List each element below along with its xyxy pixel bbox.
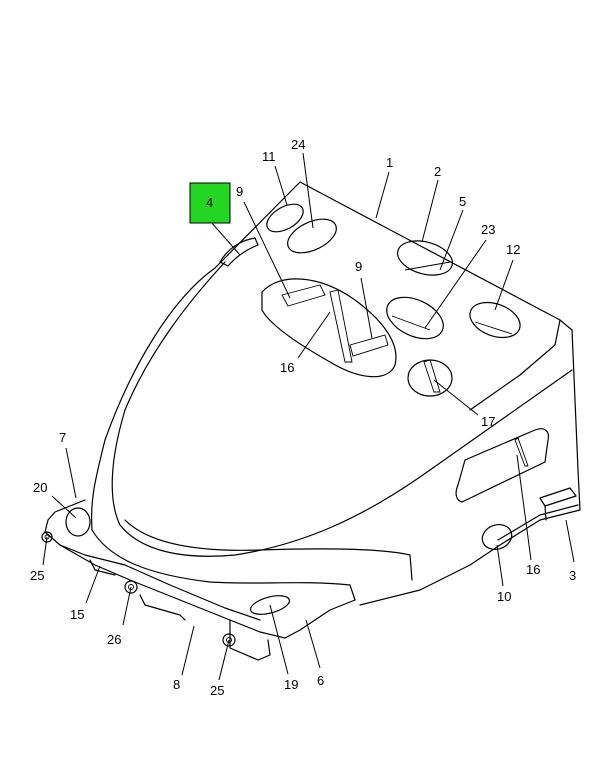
callout-9-left[interactable]: 9 xyxy=(236,184,243,199)
leader-lines xyxy=(42,152,575,681)
callout-6[interactable]: 6 xyxy=(317,673,324,688)
callout-12[interactable]: 12 xyxy=(506,242,520,257)
callout-16-right[interactable]: 16 xyxy=(526,562,540,577)
callout-25-right[interactable]: 25 xyxy=(210,683,224,698)
opening-12 xyxy=(469,301,521,339)
callout-2[interactable]: 2 xyxy=(434,164,441,179)
callout-3[interactable]: 3 xyxy=(569,568,576,583)
callout-19[interactable]: 19 xyxy=(284,677,298,692)
callout-24[interactable]: 24 xyxy=(291,137,305,152)
opening-20 xyxy=(65,507,91,537)
center-opening xyxy=(261,278,397,378)
fastener-25-left xyxy=(41,531,53,543)
opening-11 xyxy=(266,203,304,233)
opening-23 xyxy=(386,296,444,340)
callout-11[interactable]: 11 xyxy=(262,149,276,164)
callout-labels: 1 2 3 4 5 6 7 8 9 9 10 11 12 15 16 16 17… xyxy=(30,137,576,698)
highlight-box-4[interactable] xyxy=(189,182,231,224)
fastener-25-right xyxy=(222,633,236,647)
opening-2 xyxy=(397,240,453,276)
opening-24 xyxy=(287,218,337,254)
callout-26[interactable]: 26 xyxy=(107,632,121,647)
callout-15[interactable]: 15 xyxy=(70,607,84,622)
callout-20[interactable]: 20 xyxy=(33,480,47,495)
callout-4[interactable]: 4 xyxy=(206,195,213,210)
callout-10[interactable]: 10 xyxy=(497,589,511,604)
callout-9-center[interactable]: 9 xyxy=(355,259,362,274)
callout-25-left[interactable]: 25 xyxy=(30,568,44,583)
callout-7[interactable]: 7 xyxy=(59,430,66,445)
fastener-26 xyxy=(124,580,138,594)
callout-1[interactable]: 1 xyxy=(386,155,393,170)
callout-5[interactable]: 5 xyxy=(459,194,466,209)
callout-8[interactable]: 8 xyxy=(173,677,180,692)
hood-assembly xyxy=(44,181,581,661)
headlight-edge xyxy=(219,237,259,267)
callout-16-center[interactable]: 16 xyxy=(280,360,294,375)
hood-openings xyxy=(65,203,521,615)
opening-10 xyxy=(481,524,513,550)
callout-23[interactable]: 23 xyxy=(481,222,495,237)
fasteners xyxy=(41,531,236,647)
opening-17 xyxy=(407,359,453,397)
callout-17[interactable]: 17 xyxy=(481,414,495,429)
